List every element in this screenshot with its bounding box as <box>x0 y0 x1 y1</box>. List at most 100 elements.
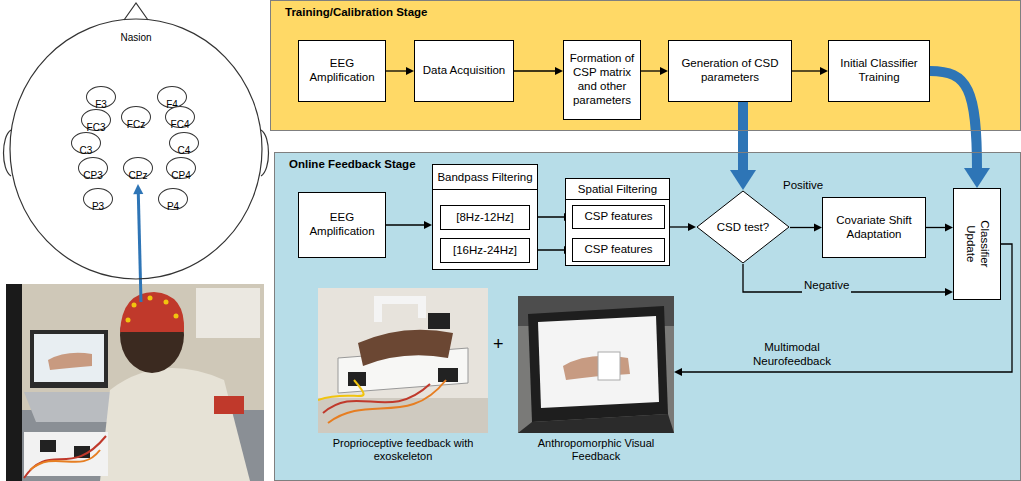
box-label: Data Acquisition <box>423 64 505 78</box>
group-title: Spatial Filtering <box>566 179 669 200</box>
photo-illustration <box>318 288 488 433</box>
head-map <box>10 19 262 279</box>
connector-line <box>790 227 815 228</box>
photo-illustration <box>378 300 422 322</box>
connector-line <box>670 226 689 227</box>
electrode-site: FC3 <box>81 109 111 131</box>
process-box: Generation of CSD parameters <box>668 40 792 102</box>
arrow-head <box>424 221 432 229</box>
connector-line <box>930 71 977 170</box>
box-label: Covariate Shift Adaptation <box>827 214 921 242</box>
photo-illustration <box>518 414 674 433</box>
photo-illustration <box>328 380 446 423</box>
plus-sign: + <box>493 334 504 355</box>
flow-arrow <box>790 224 822 232</box>
photo-illustration <box>518 296 674 433</box>
flow-arrow <box>641 67 668 75</box>
eeg-session-photo <box>174 314 179 319</box>
flow-arrow <box>386 67 414 75</box>
eeg-session-photo <box>214 396 244 414</box>
connector-line <box>386 70 407 71</box>
panel-fill <box>274 152 1021 481</box>
connector-line <box>738 102 748 172</box>
connector-line <box>514 70 556 71</box>
electrode-site: P4 <box>158 188 188 210</box>
photo-caption: Proprioceptive feedback with exoskeleton <box>318 437 488 463</box>
photo-illustration <box>358 330 453 366</box>
arrow-head <box>945 288 953 296</box>
flow-arrow <box>926 224 953 232</box>
electrode-site: P3 <box>83 188 113 210</box>
process-box: [16Hz-24Hz] <box>440 238 530 263</box>
stage-title: Training/Calibration Stage <box>285 6 428 18</box>
stage-panel: Online Feedback StageEEG AmplificationBa… <box>274 152 1021 481</box>
eeg-session-photo <box>120 292 184 332</box>
electrode-label: CP4 <box>171 156 190 181</box>
process-box: Data Acquisition <box>414 40 514 102</box>
photo-caption: Anthropomorphic Visual Feedback <box>518 437 674 463</box>
process-box: EEG Amplification <box>298 40 386 102</box>
photo-illustration <box>438 368 458 382</box>
edge-label: Negative <box>802 279 851 293</box>
arrow-head <box>674 368 682 376</box>
eeg-session-photo <box>132 303 137 308</box>
electrode-label: C4 <box>178 131 191 156</box>
flow-arrow <box>743 264 953 296</box>
electrode-label: P3 <box>92 187 104 212</box>
eeg-session-photo <box>34 334 104 382</box>
eeg-session-photo <box>126 318 131 323</box>
eeg-session-photo <box>148 296 153 301</box>
electrode-site: FCz <box>121 106 151 128</box>
electrode-site: CP3 <box>78 157 108 179</box>
eeg-session-photo <box>6 284 264 481</box>
eeg-session-photo <box>164 300 169 305</box>
arrow-head <box>406 67 414 75</box>
electrode-label: F3 <box>95 85 107 110</box>
process-box: Formation of CSP matrix and other parame… <box>563 40 641 120</box>
feedback-photo: Proprioceptive feedback with exoskeleton <box>318 288 488 463</box>
electrode-site: C4 <box>169 132 199 154</box>
process-box: Classifier Update <box>953 188 1001 300</box>
box-label: [8Hz-12Hz] <box>456 211 514 225</box>
connector-line <box>386 224 425 225</box>
box-label: Initial Classifier Training <box>833 57 925 85</box>
eeg-session-photo <box>6 284 22 481</box>
edge-label: Positive <box>781 179 825 193</box>
arrow-head <box>555 67 563 75</box>
landmark-label: Nasion <box>8 18 264 43</box>
flow-arrow <box>514 67 563 75</box>
electrode-site: FC4 <box>165 106 195 128</box>
electrode-label: FC3 <box>87 108 106 133</box>
label-holder: + <box>493 334 504 355</box>
transfer-arrow <box>930 71 990 188</box>
connector-line <box>926 227 946 228</box>
photo-illustration <box>428 313 450 329</box>
electrode-label: CP3 <box>83 156 102 181</box>
arrow-head <box>820 67 828 75</box>
photo-illustration <box>518 296 674 433</box>
panel-fill <box>270 0 1021 131</box>
edge-label-holder: Positive <box>781 175 825 193</box>
electrode-site: CP4 <box>166 157 196 179</box>
stage-panel: Training/Calibration StageEEG Amplificat… <box>270 0 1021 131</box>
electrode-label: P4 <box>167 187 179 212</box>
group-title: Bandpass Filtering <box>433 165 537 190</box>
box-label: CSP features <box>584 210 652 224</box>
transfer-arrow <box>730 102 756 190</box>
stage-title: Online Feedback Stage <box>289 158 416 170</box>
box-label: Generation of CSD parameters <box>673 57 787 85</box>
electrode-site: F3 <box>86 86 116 108</box>
electrode-label: CPz <box>129 156 148 181</box>
process-box: [8Hz-12Hz] <box>440 205 530 230</box>
decision-diamond: CSD test? <box>696 190 790 264</box>
feedback-photo: Anthropomorphic Visual Feedback <box>518 296 674 463</box>
box-label: Classifier Update <box>963 214 991 274</box>
electrode-label: C3 <box>80 131 93 156</box>
connector-line <box>743 264 946 292</box>
decision-diamond <box>697 191 789 263</box>
eeg-session-photo <box>30 450 100 470</box>
eeg-session-photo <box>6 284 264 481</box>
head-map <box>8 18 264 280</box>
eeg-session-photo <box>196 288 260 338</box>
